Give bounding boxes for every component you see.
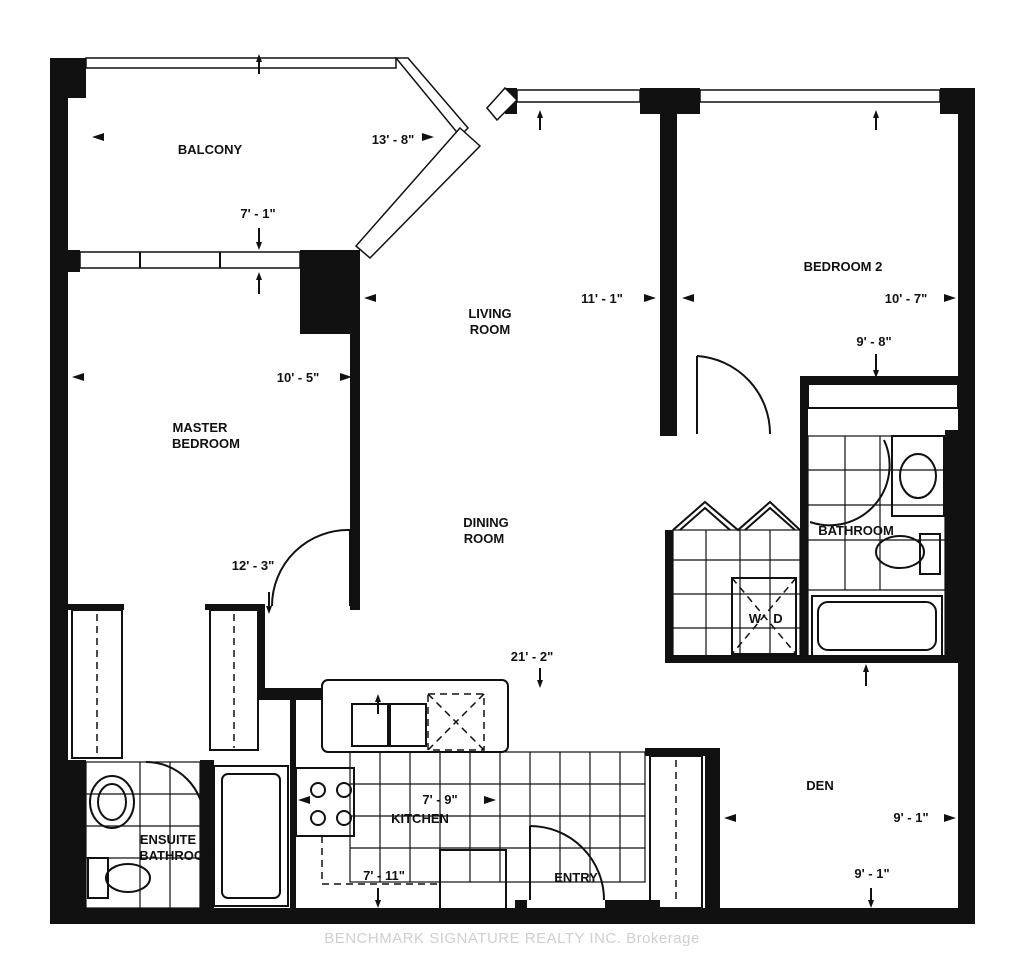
- dim-balcony-width: 13' - 8": [372, 132, 415, 147]
- windows: [79, 57, 941, 269]
- dim-den-width: 9' - 1": [893, 810, 928, 825]
- dimension-labels: 13' - 8" 7' - 1" 11' - 1" 10' - 5" 12' -…: [232, 132, 929, 883]
- room-label-entry: ENTRY: [554, 870, 598, 885]
- washer-label: W: [749, 611, 762, 626]
- dim-kitchen-width: 7' - 9": [422, 792, 457, 807]
- dim-bedroom2-width: 10' - 7": [885, 291, 928, 306]
- room-label-ensuite-2: BATHROOM: [139, 848, 215, 863]
- dim-kitchen-depth: 7' - 11": [363, 868, 405, 883]
- fixtures: [71, 267, 959, 911]
- room-labels: BALCONY LIVING ROOM MASTER BEDROOM DININ…: [139, 142, 894, 885]
- dim-den-depth: 9' - 1": [854, 866, 889, 881]
- room-label-living-1: LIVING: [468, 306, 511, 321]
- room-label-bathroom: BATHROOM: [818, 523, 894, 538]
- room-label-living-2: ROOM: [470, 322, 510, 337]
- room-label-master-1: MASTER: [173, 420, 229, 435]
- room-label-dining-1: DINING: [463, 515, 509, 530]
- dim-living-depth: 21' - 2": [511, 649, 554, 664]
- room-label-bedroom-2: BEDROOM 2: [804, 259, 883, 274]
- room-label-ensuite-1: ENSUITE: [140, 832, 197, 847]
- room-label-kitchen: KITCHEN: [391, 811, 449, 826]
- room-label-dining-2: ROOM: [464, 531, 504, 546]
- dim-master-width: 10' - 5": [277, 370, 320, 385]
- room-label-den: DEN: [806, 778, 833, 793]
- dim-bedroom2-depth: 9' - 8": [856, 334, 891, 349]
- watermark: BENCHMARK SIGNATURE REALTY INC. Brokerag…: [324, 930, 700, 947]
- dim-master-depth: 12' - 3": [232, 558, 275, 573]
- dim-balcony-depth: 7' - 1": [240, 206, 275, 221]
- room-label-balcony: BALCONY: [178, 142, 243, 157]
- dryer-label: D: [773, 611, 782, 626]
- dim-living-width: 11' - 1": [581, 291, 623, 306]
- room-label-master-2: BEDROOM: [172, 436, 240, 451]
- walls: [50, 58, 975, 924]
- dimension-arrows: [72, 54, 956, 908]
